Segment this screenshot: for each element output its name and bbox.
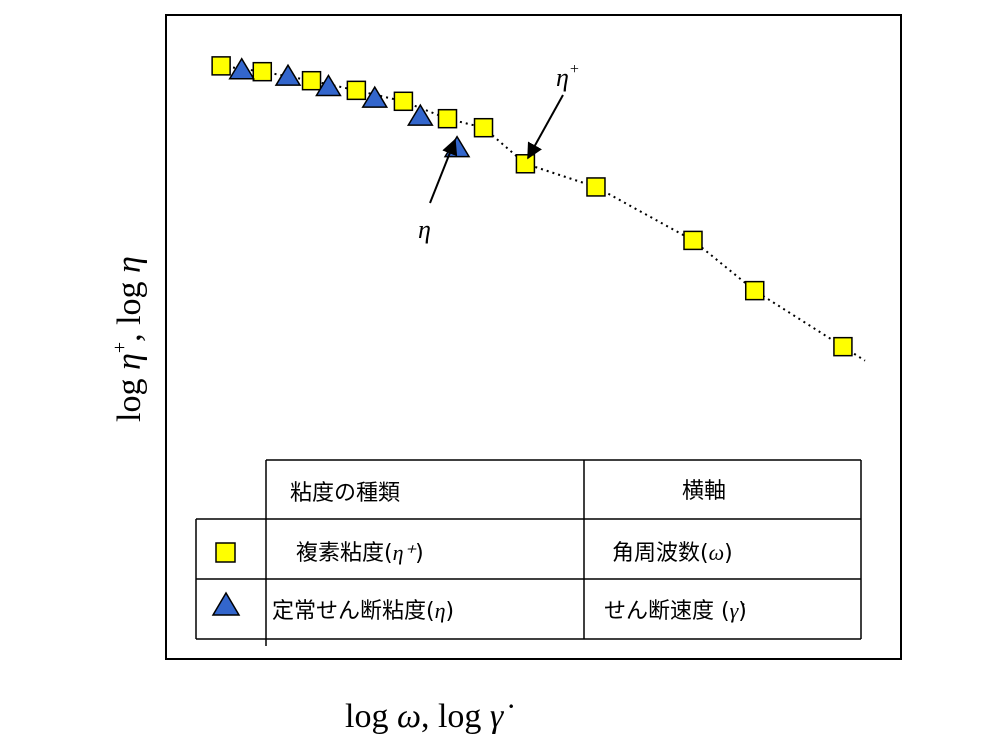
- legend-table: 粘度の種類 横軸 複素粘度(η⁺) 角周波数(ω) 定常せん断粘度(η) せん断…: [195, 459, 862, 646]
- eta-plus-arrow: [527, 94, 564, 160]
- shear-viscosity-point: [315, 74, 342, 97]
- eta-arrow: [429, 138, 458, 204]
- legend-row1-name: 複素粘度(η⁺): [296, 540, 424, 566]
- complex-viscosity-point: [437, 108, 458, 129]
- legend-row1-axis: 角周波数(ω): [612, 540, 733, 566]
- shear-viscosity-point: [228, 57, 256, 80]
- complex-viscosity-point: [833, 336, 853, 357]
- y-axis-label: log η+, log η: [109, 256, 148, 422]
- complex-viscosity-point: [744, 280, 765, 301]
- legend-triangle-icon: [211, 591, 241, 616]
- complex-viscosity-point: [393, 91, 414, 112]
- legend-row2-name: 定常せん断粘度(η): [272, 598, 454, 624]
- shear-viscosity-point: [406, 103, 434, 126]
- shear-viscosity-point: [274, 63, 302, 86]
- shear-viscosity-point: [361, 85, 389, 108]
- x-axis-label: log ω, log γ̇: [345, 698, 513, 735]
- eta-plus-annotation: η+: [556, 61, 580, 92]
- legend-header-type: 粘度の種類: [290, 481, 400, 506]
- complex-viscosity-point: [252, 61, 273, 82]
- legend-square-icon: [215, 542, 236, 563]
- eta-annotation: η: [418, 215, 431, 244]
- plot-area-frame: [165, 14, 902, 660]
- trend-line: [220, 64, 866, 362]
- legend-row2-axis: せん断速度 (γ̇): [604, 598, 747, 624]
- data-markers: [211, 56, 853, 357]
- complex-viscosity-point: [346, 80, 367, 101]
- complex-viscosity-point: [515, 154, 536, 174]
- complex-viscosity-point: [683, 230, 703, 251]
- complex-viscosity-point: [586, 177, 606, 197]
- complex-viscosity-point: [301, 70, 322, 91]
- complex-viscosity-point: [211, 56, 231, 76]
- legend-header-axis: 横軸: [682, 479, 726, 504]
- complex-viscosity-point: [473, 117, 494, 138]
